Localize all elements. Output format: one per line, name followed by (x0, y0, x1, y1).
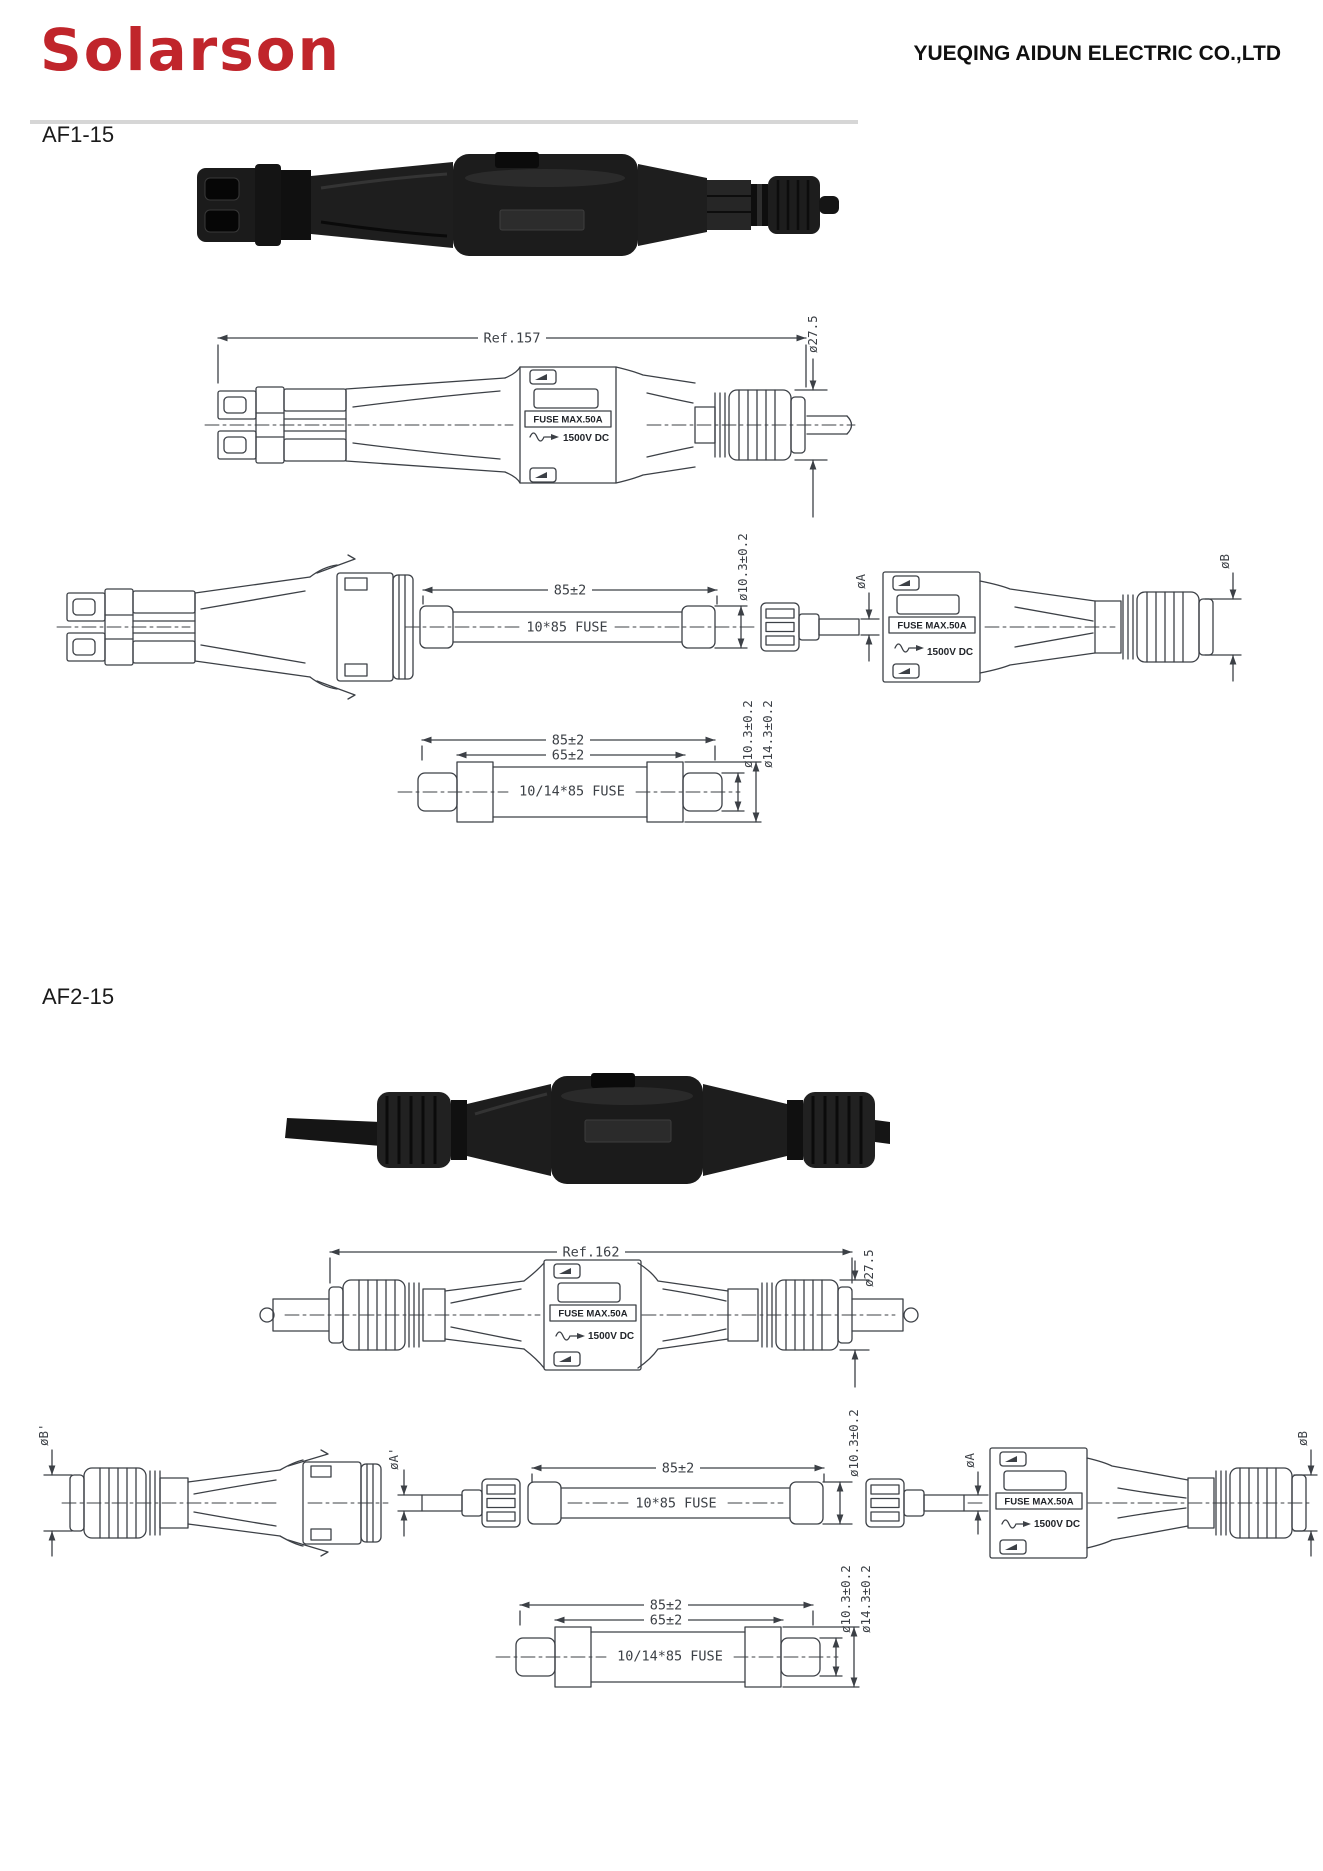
af1-assembled-drawing: Ref.157 ø27.5 FUSE MAX.50A 1500V DC (204, 315, 856, 518)
af2-fuse-large-name: 10/14*85 FUSE (617, 1649, 723, 1665)
af1-ref-length: Ref.157 (484, 331, 541, 347)
af1-fuse-large-name: 10/14*85 FUSE (519, 784, 625, 800)
af1-product-photo (197, 152, 839, 256)
af1-dia-a: øA (853, 573, 868, 589)
af1-exploded-line-art (56, 554, 1242, 700)
af2-assembled-drawing: Ref.162 ø27.5 FUSE MAX.50A 1500V DC (259, 1245, 919, 1388)
af2-dia-b-prime: øB' (36, 1423, 51, 1446)
af1-body-voltage: 1500V DC (563, 433, 609, 444)
af1-photo-art (197, 152, 839, 256)
af2-fuse-large-dia-outer: ø14.3±0.2 (858, 1565, 873, 1633)
model-label-af1: AF1-15 (42, 122, 115, 147)
af2-photo-art (285, 1073, 890, 1184)
af1-fuse-large-dia-outer: ø14.3±0.2 (760, 700, 775, 768)
af2-fuse-large-length-inner: 65±2 (650, 1613, 683, 1629)
af2-fuse-small-length: 85±2 (662, 1461, 695, 1477)
af1-fuse-small-length: 85±2 (554, 583, 587, 599)
af2-fuse-large-dia-inner: ø10.3±0.2 (838, 1565, 853, 1633)
af2-fuse-small-dia: ø10.3±0.2 (846, 1409, 861, 1477)
af1-dia-b: øB (1217, 554, 1232, 569)
af2-outer-dia: ø27.5 (861, 1249, 876, 1287)
model-label-af2: AF2-15 (42, 984, 115, 1009)
af2-exploded-body-label: FUSE MAX.50A (1004, 1497, 1073, 1508)
af1-assembled-line-art (204, 334, 856, 518)
af1-exploded-body-voltage: 1500V DC (927, 647, 973, 658)
af2-dia-a: øA (962, 1452, 977, 1468)
af2-fuse-small-name: 10*85 FUSE (635, 1496, 716, 1512)
photo-top-edge (30, 120, 858, 124)
af2-exploded-line-art (43, 1448, 1318, 1558)
af2-fuse-large-length: 85±2 (650, 1598, 683, 1614)
af2-exploded-drawing: øB' øA' 85±2 10*85 FUSE ø10.3±0.2 øA FUS… (36, 1409, 1318, 1620)
af1-outer-dia: ø27.5 (805, 315, 820, 353)
af1-exploded-body-label: FUSE MAX.50A (897, 621, 966, 632)
af1-body-label: FUSE MAX.50A (533, 415, 602, 426)
af1-fuse-small-name: 10*85 FUSE (526, 620, 607, 636)
af2-dia-a-prime: øA' (386, 1447, 401, 1470)
af1-fuse-small-dia: ø10.3±0.2 (735, 533, 750, 601)
af2-body-label: FUSE MAX.50A (558, 1309, 627, 1320)
af2-fuse-large-drawing: 85±2 65±2 10/14*85 FUSE ø10.3±0.2 ø14.3±… (495, 1565, 873, 1688)
af2-product-photo (285, 1073, 890, 1184)
af2-body-voltage: 1500V DC (588, 1331, 634, 1342)
af1-exploded-drawing: 85±2 10*85 FUSE ø10.3±0.2 øA FUSE MAX.50… (56, 533, 1242, 700)
af1-fuse-large-dia-inner: ø10.3±0.2 (740, 700, 755, 768)
af2-exploded-body-voltage: 1500V DC (1034, 1519, 1080, 1530)
company-name: YUEQING AIDUN ELECTRIC CO.,LTD (913, 42, 1282, 65)
af1-fuse-large-length: 85±2 (552, 733, 585, 749)
af1-fuse-large-drawing: 85±2 65±2 10/14*85 FUSE ø10.3±0.2 ø14.3±… (397, 700, 775, 823)
af1-fuse-large-length-inner: 65±2 (552, 748, 585, 764)
af2-dia-b: øB (1295, 1431, 1310, 1446)
af2-ref-length: Ref.162 (563, 1245, 620, 1261)
brand-logo: Solarson (40, 16, 341, 84)
